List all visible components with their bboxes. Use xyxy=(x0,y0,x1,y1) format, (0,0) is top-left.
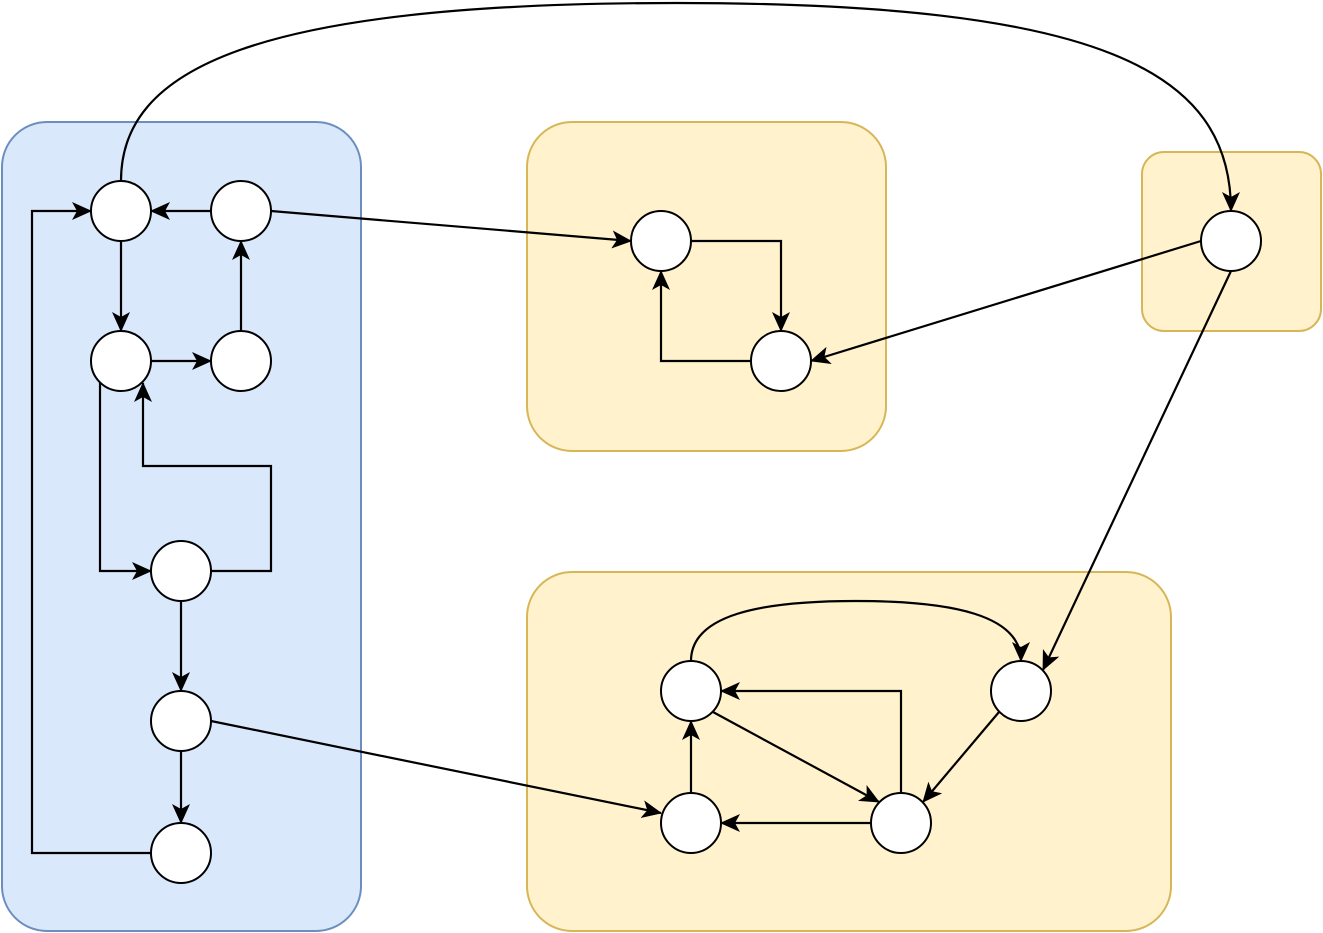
graph-node-a3 xyxy=(90,330,152,392)
graph-node-a5 xyxy=(150,540,212,602)
edge-a6-to-d3 xyxy=(210,719,662,819)
group-container-g1 xyxy=(1,121,362,932)
graph-node-a2 xyxy=(210,180,272,242)
node-circle xyxy=(990,660,1052,722)
node-circle xyxy=(210,180,272,242)
edge-d2-to-d4 xyxy=(922,711,1000,803)
graph-node-b2 xyxy=(750,330,812,392)
graph-node-d2 xyxy=(990,660,1052,722)
group-container-g4 xyxy=(526,571,1172,932)
graph-node-a7 xyxy=(150,822,212,884)
node-circle xyxy=(90,330,152,392)
node-circle xyxy=(210,330,272,392)
graph-node-d3 xyxy=(660,792,722,854)
edges-layer xyxy=(30,1,1240,855)
node-circle xyxy=(660,660,722,722)
edge-a3-to-a5 xyxy=(98,383,152,580)
edge-c1-to-b2 xyxy=(810,239,1202,365)
graph-node-b1 xyxy=(630,210,692,272)
edge-b1-to-b2 xyxy=(691,239,790,332)
node-circle xyxy=(150,540,212,602)
edge-a5-to-a3 xyxy=(134,382,273,573)
edge-d1-to-d2 xyxy=(689,599,1030,662)
edge-c1-to-d2 xyxy=(1042,270,1232,671)
group-container-g2 xyxy=(526,121,887,452)
edge-d4-to-d1 xyxy=(720,682,903,793)
edge-d1-to-d4 xyxy=(712,711,880,803)
edge-a1-to-c1 xyxy=(119,1,1240,212)
graph-node-d4 xyxy=(870,792,932,854)
graph-node-a6 xyxy=(150,690,212,752)
graph-node-a1 xyxy=(90,180,152,242)
nodes-layer xyxy=(90,180,1262,884)
graph-node-a4 xyxy=(210,330,272,392)
graph-node-c1 xyxy=(1200,210,1262,272)
node-circle xyxy=(750,330,812,392)
node-circle xyxy=(660,792,722,854)
edge-b2-to-b1 xyxy=(652,270,751,363)
node-circle xyxy=(1200,210,1262,272)
node-circle xyxy=(870,792,932,854)
node-circle xyxy=(90,180,152,242)
edge-a2-to-b1 xyxy=(270,209,632,249)
node-circle xyxy=(150,822,212,884)
node-circle xyxy=(630,210,692,272)
graph-node-d1 xyxy=(660,660,722,722)
node-circle xyxy=(150,690,212,752)
edge-a7-to-a1 xyxy=(30,202,151,855)
